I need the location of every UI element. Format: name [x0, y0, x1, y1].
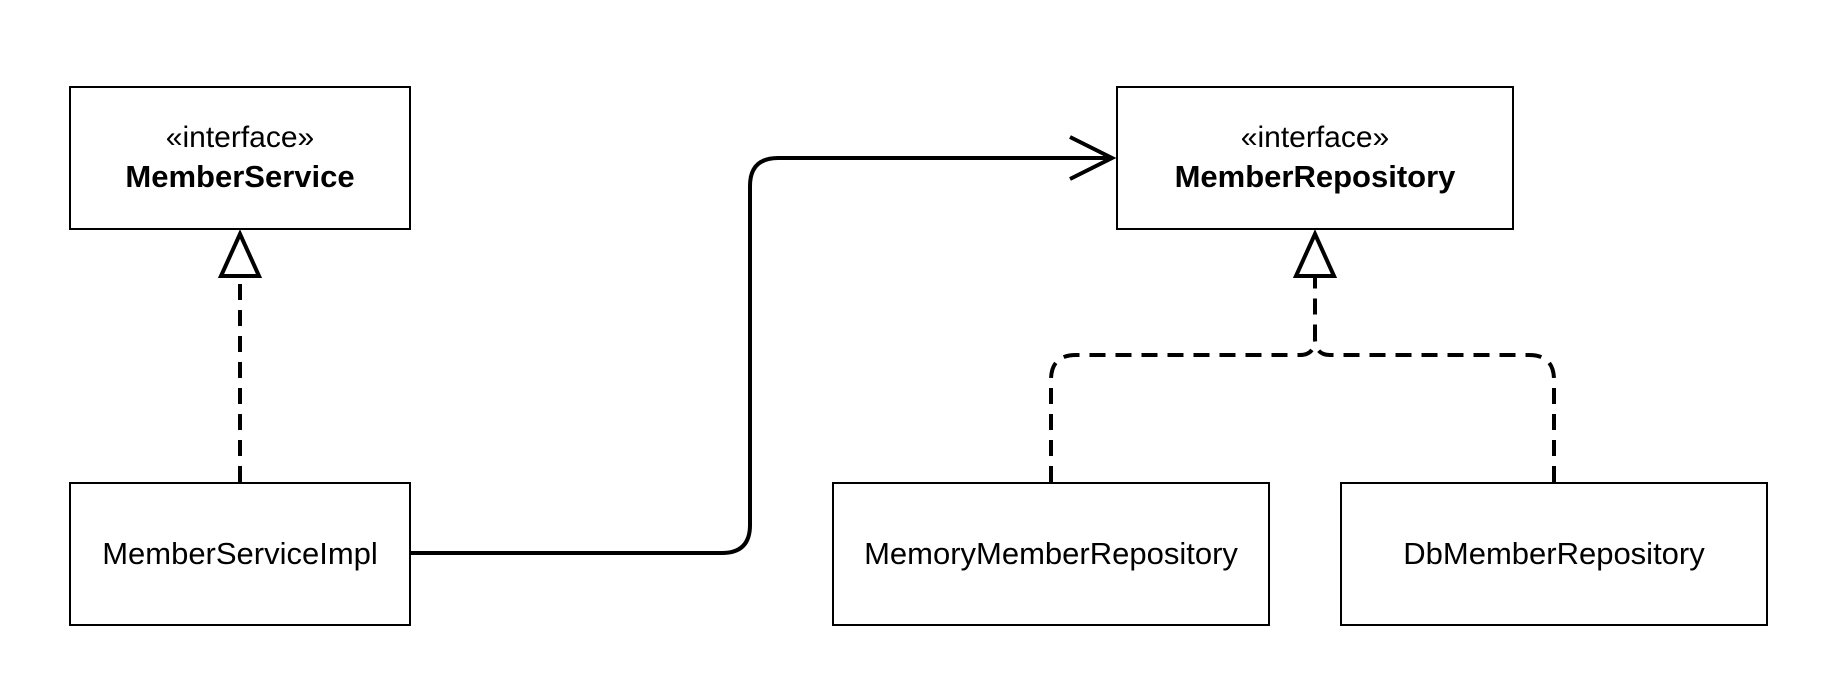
db-member-repository-name: DbMemberRepository: [1403, 536, 1705, 571]
member-service-interface-box[interactable]: «interface» MemberService: [69, 86, 411, 230]
realization-arrowhead-member-repository: [1292, 229, 1338, 278]
association-arrowhead-member-repository: [1069, 135, 1117, 181]
member-repository-name: MemberRepository: [1174, 159, 1456, 194]
member-service-impl-class-box[interactable]: MemberServiceImpl: [69, 482, 411, 626]
realization-edge-memory-repo: [1049, 276, 1317, 482]
db-member-repository-class-box[interactable]: DbMemberRepository: [1340, 482, 1768, 626]
member-service-impl-name: MemberServiceImpl: [102, 536, 378, 571]
member-service-name: MemberService: [125, 159, 355, 194]
realization-arrowhead-member-service: [217, 229, 263, 278]
memory-member-repository-name: MemoryMemberRepository: [864, 536, 1238, 571]
member-repository-interface-box[interactable]: «interface» MemberRepository: [1116, 86, 1514, 230]
member-repository-stereotype: «interface»: [1240, 121, 1390, 154]
member-service-stereotype: «interface»: [165, 121, 315, 154]
association-edge-repository: [411, 156, 1112, 555]
realization-edge-db-repo: [1313, 337, 1556, 482]
memory-member-repository-class-box[interactable]: MemoryMemberRepository: [832, 482, 1270, 626]
